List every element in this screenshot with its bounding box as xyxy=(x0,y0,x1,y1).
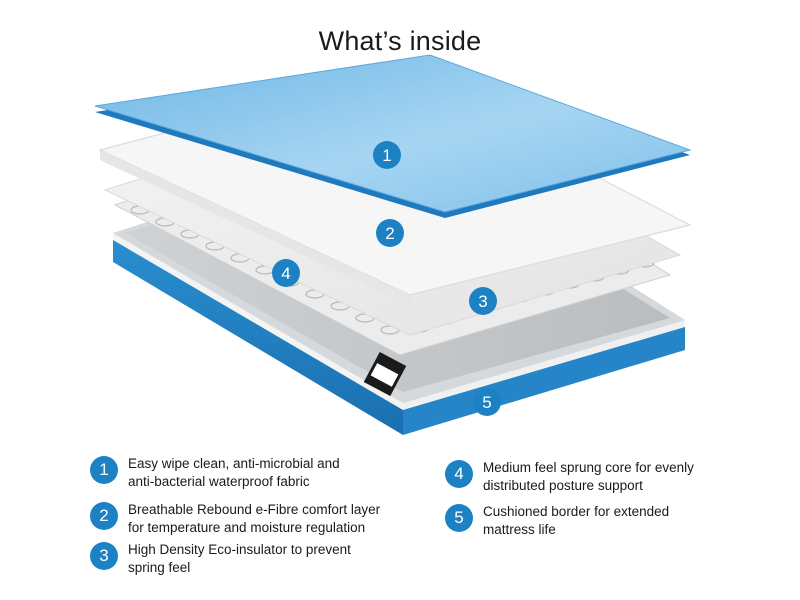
legend-number: 4 xyxy=(445,460,473,488)
legend-number: 2 xyxy=(90,502,118,530)
badge-1: 1 xyxy=(373,141,401,169)
legend-text: Breathable Rebound e-Fibre comfort layer… xyxy=(128,501,380,537)
mattress-exploded-diagram: 1 2 3 4 5 xyxy=(0,0,800,450)
svg-text:3: 3 xyxy=(478,292,487,311)
legend-number: 5 xyxy=(445,504,473,532)
badge-3: 3 xyxy=(469,287,497,315)
legend-number: 3 xyxy=(90,542,118,570)
badge-4: 4 xyxy=(272,259,300,287)
svg-text:5: 5 xyxy=(482,393,491,412)
legend-number: 1 xyxy=(90,456,118,484)
svg-text:1: 1 xyxy=(382,146,391,165)
badge-2: 2 xyxy=(376,219,404,247)
badge-5: 5 xyxy=(473,388,501,416)
svg-text:4: 4 xyxy=(281,264,290,283)
svg-text:2: 2 xyxy=(385,224,394,243)
legend-item-2: 2 Breathable Rebound e-Fibre comfort lay… xyxy=(90,501,380,537)
